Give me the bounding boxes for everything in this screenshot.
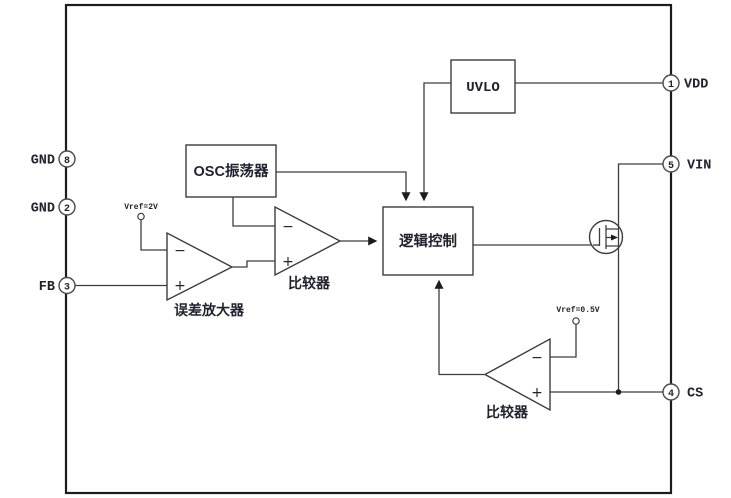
comparator2: − + 比较器 (483, 337, 551, 420)
comparator1: − + 比较器 (274, 205, 342, 291)
wire-comparator2-to-logic (434, 279, 485, 376)
pin-1-number: 1 (668, 80, 674, 91)
error-amplifier: − + 误差放大器 (166, 231, 245, 318)
wire-erroramp-to-comparator1 (232, 260, 275, 268)
comparator2-triangle (483, 337, 551, 412)
pin-2-number: 2 (64, 204, 70, 215)
pin-vdd-1: 1 VDD (662, 74, 708, 93)
pin-8-number: 8 (64, 156, 70, 167)
block-oscillator: OSC振荡器 (185, 144, 277, 198)
error-amp-label: 误差放大器 (174, 302, 245, 318)
pin-3-number: 3 (64, 282, 70, 293)
pin-8-circle (58, 150, 76, 168)
pin-4-circle (662, 383, 680, 401)
comparator2-plus-sign: + (531, 385, 543, 401)
comparator2-label: 比较器 (486, 404, 529, 420)
wire-vin-to-drain (617, 163, 663, 222)
vref2-terminal (137, 212, 145, 221)
pin-gnd-8: 8 GND (31, 150, 76, 169)
pin-1-circle (662, 74, 680, 92)
wire-osc-to-comparator1 (232, 197, 275, 227)
pin-2-circle (58, 198, 76, 216)
junction-dot (615, 389, 622, 395)
error-amp-triangle (166, 231, 234, 302)
error-amp-plus-sign: + (174, 278, 186, 294)
pin-3-name: FB (39, 280, 55, 295)
pin-8-name: GND (31, 154, 55, 169)
pin-4-name: CS (687, 387, 703, 402)
vref2-label: Vref=2V (124, 203, 158, 212)
wire-vref05-to-comparator2 (550, 324, 577, 358)
uvlo-label: UVLO (466, 80, 500, 96)
pin-1-name: VDD (684, 78, 708, 93)
pin-vin-5: 5 VIN (662, 155, 711, 174)
osc-label: OSC振荡器 (194, 162, 269, 180)
logic-label: 逻辑控制 (399, 232, 457, 250)
vref05-terminal (572, 317, 580, 325)
comparator1-triangle (274, 205, 342, 277)
pin-2-name: GND (31, 202, 55, 217)
pin-5-number: 5 (668, 161, 674, 172)
pin-4-number: 4 (668, 389, 674, 400)
block-logic-control: 逻辑控制 (382, 206, 474, 276)
uvlo-box (450, 59, 516, 114)
wire-vref2-to-erroramp (140, 219, 167, 251)
error-amp-minus-sign: − (174, 243, 186, 259)
comparator1-label: 比较器 (288, 275, 331, 291)
chip-outline (64, 3, 673, 495)
block-uvlo: UVLO (450, 59, 516, 114)
comparator1-minus-sign: − (282, 219, 294, 235)
wire-osc-to-logic (276, 171, 411, 202)
pin-cs-4: 4 CS (662, 383, 703, 402)
pin-5-name: VIN (687, 159, 711, 174)
wire-uvlo-to-logic (419, 82, 451, 202)
pin-gnd-2: 2 GND (31, 198, 76, 217)
pin-3-circle (58, 276, 76, 295)
comparator1-plus-sign: + (282, 254, 294, 270)
pin-fb-3: 3 FB (39, 276, 76, 295)
mosfet-symbol (588, 219, 624, 255)
pin-5-circle (662, 155, 680, 173)
mosfet-body-arrow (611, 234, 618, 241)
osc-box (185, 144, 277, 198)
comparator2-minus-sign: − (531, 350, 543, 366)
vref05-label: Vref=0.5V (556, 306, 599, 315)
logic-box (382, 206, 474, 276)
